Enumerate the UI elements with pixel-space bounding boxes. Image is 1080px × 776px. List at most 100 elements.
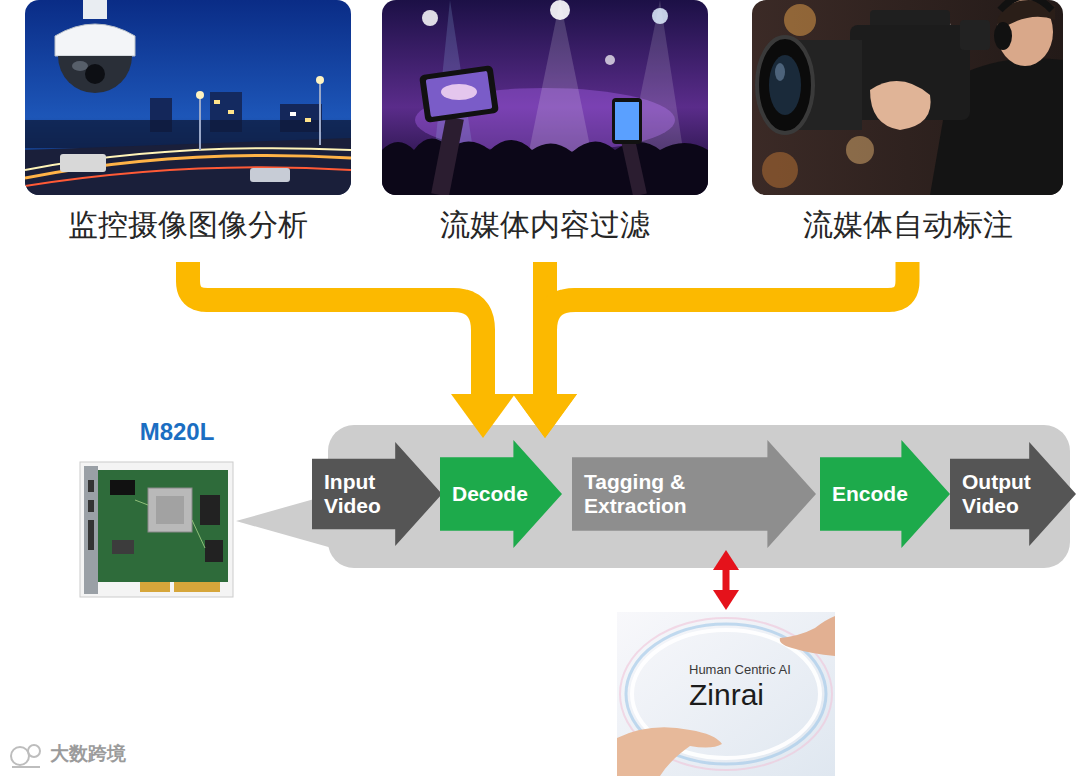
concert-photo xyxy=(426,71,493,117)
card-name: M820L xyxy=(118,418,236,447)
process-arrow: Decode xyxy=(440,440,562,548)
pcie-card xyxy=(80,462,233,597)
cameraman-photo xyxy=(752,0,1063,195)
process-arrow: Input Video xyxy=(312,442,442,546)
cameraman-photo xyxy=(960,20,990,50)
concert-photo xyxy=(615,102,639,140)
surveillance-photo xyxy=(85,64,105,84)
pcie-card xyxy=(88,500,94,512)
zinrai-image xyxy=(617,727,722,776)
cameraman-photo xyxy=(994,22,1012,50)
pcie-card xyxy=(98,470,228,582)
process-label: Tagging & Extraction xyxy=(584,470,704,518)
concert-photo xyxy=(382,0,708,195)
use-case-photo: 监控摄像图像分析 xyxy=(25,0,351,258)
ai-label: Human Centric AI xyxy=(689,662,835,678)
hardware-card: M820L xyxy=(78,418,236,600)
cameraman-photo xyxy=(870,81,931,130)
watermark-logo xyxy=(11,745,40,767)
pcie-card xyxy=(148,488,192,532)
watermark: 大数跨境 xyxy=(50,741,126,767)
pcie-card xyxy=(192,520,205,548)
arrow-head xyxy=(713,590,739,610)
arrow-outline xyxy=(950,442,1076,546)
pcie-card xyxy=(88,480,94,492)
watermark-logo xyxy=(12,766,40,768)
concert-photo xyxy=(605,55,615,65)
surveillance-photo xyxy=(316,76,324,84)
pcie-card xyxy=(112,540,134,554)
cameraman-photo xyxy=(846,136,874,164)
concert-photo xyxy=(652,8,668,24)
exchange-arrow xyxy=(713,550,739,610)
arrow-line xyxy=(188,262,483,396)
surveillance-photo xyxy=(228,110,234,114)
surveillance-photo xyxy=(60,154,106,172)
concert-photo xyxy=(441,84,477,100)
surveillance-photo xyxy=(290,112,296,116)
pcie-card xyxy=(140,582,220,592)
arrow-line xyxy=(723,568,730,592)
pcie-card xyxy=(80,462,233,597)
cameraman-photo xyxy=(769,55,801,115)
label-holder: 大数跨境 xyxy=(50,741,126,767)
surveillance-photo xyxy=(83,0,107,19)
surveillance-photo xyxy=(25,0,351,195)
arrow-outline xyxy=(312,442,442,546)
pcie-card xyxy=(84,466,98,594)
cameraman-photo xyxy=(784,4,816,36)
ai-label: Zinrai xyxy=(689,678,835,711)
process-arrow: Tagging & Extraction xyxy=(572,440,816,548)
use-case-photo: 流媒体自动标注 xyxy=(752,0,1063,258)
arrow-head xyxy=(713,550,739,570)
process-label: Encode xyxy=(832,482,908,506)
cameraman-photo xyxy=(757,37,813,133)
watermark-logo xyxy=(11,747,29,765)
surveillance-photo xyxy=(72,61,88,71)
use-case-caption: 流媒体自动标注 xyxy=(752,207,1063,243)
process-label: Input Video xyxy=(324,470,381,518)
concert-photo xyxy=(382,138,708,195)
concert-photo xyxy=(628,140,640,195)
concert-photo xyxy=(440,118,455,195)
use-case-photo: 流媒体内容过滤 xyxy=(382,0,708,258)
concert-photo xyxy=(612,98,642,144)
pcie-card xyxy=(135,500,148,505)
surveillance-photo xyxy=(250,168,290,182)
pcie-card xyxy=(88,520,94,550)
zinrai-image xyxy=(617,612,835,776)
flow-arrow xyxy=(513,262,908,438)
arrow-head xyxy=(513,394,577,438)
zinrai-image xyxy=(617,612,835,776)
concert-photo xyxy=(382,0,708,195)
zinrai-image xyxy=(780,616,835,656)
ai-engine-image: Human Centric AIZinrai xyxy=(617,612,835,776)
surveillance-photo xyxy=(305,118,311,122)
pcie-card xyxy=(156,496,184,524)
process-arrow: Encode xyxy=(820,440,950,548)
flow-arrow xyxy=(188,262,515,438)
surveillance-photo xyxy=(196,91,204,99)
pipeline-band xyxy=(236,425,1070,568)
arrow-outline xyxy=(820,440,950,548)
use-case-caption: 监控摄像图像分析 xyxy=(25,207,351,243)
concert-photo xyxy=(550,0,570,20)
arrow-outline xyxy=(572,440,816,548)
process-label: Decode xyxy=(452,482,528,506)
arrow-head xyxy=(451,394,515,438)
pcie-card xyxy=(200,495,220,525)
surveillance-photo xyxy=(58,56,132,93)
process-arrow: Output Video xyxy=(950,442,1076,546)
arrow-outline xyxy=(440,440,562,548)
surveillance-photo xyxy=(319,80,321,145)
surveillance-photo xyxy=(214,100,220,104)
surveillance-photo xyxy=(25,138,351,195)
pcie-card xyxy=(170,582,174,592)
watermark-logo xyxy=(28,745,40,757)
arrow-line xyxy=(545,262,908,396)
concert-photo xyxy=(422,10,438,26)
pcie-card xyxy=(205,540,223,562)
